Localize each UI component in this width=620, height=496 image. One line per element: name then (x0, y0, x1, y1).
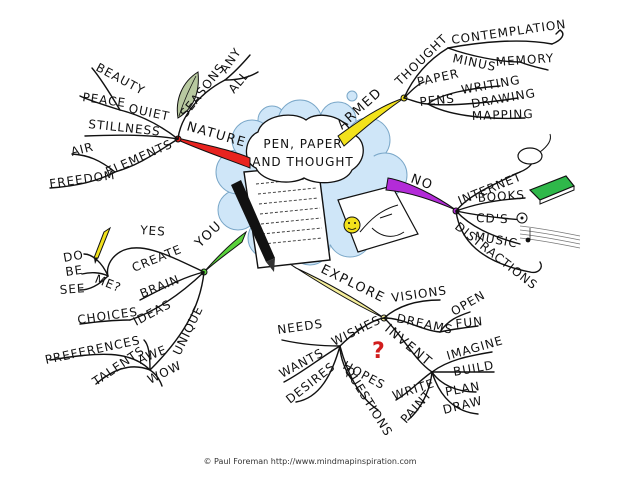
word-choices: CHOICES (76, 305, 138, 327)
word-books: BOOKS (477, 188, 525, 205)
label-you: YOU (192, 218, 226, 251)
word-mapping: MAPPING (472, 107, 534, 123)
word-ideas: IDEAS (131, 297, 174, 329)
word-yes: YES (139, 223, 166, 239)
word-imagine: IMAGINE (445, 333, 505, 363)
word-fun: FUN (455, 314, 484, 331)
label-no: NO (409, 172, 436, 194)
pen-drawing (231, 180, 275, 272)
map-sheet (337, 185, 419, 253)
word-build: BUILD (452, 358, 495, 379)
word-me: ME? (93, 272, 124, 295)
armed-branches (403, 29, 564, 120)
word-do: DO (62, 248, 85, 265)
branch-nature (177, 137, 251, 169)
word-contemplation: CONTEMPLATION (450, 17, 567, 47)
book-drawing (528, 175, 575, 205)
nature-branches (49, 54, 259, 189)
word-plan: PLAN (444, 379, 481, 399)
music-staff-drawing (519, 225, 581, 249)
mouse-drawing (517, 133, 551, 165)
thought-bubble (245, 114, 364, 184)
center-title-line1: PEN, PAPER (263, 137, 342, 151)
pencil-drawing (93, 226, 112, 264)
word-distractions: DISTRACTIONS (452, 219, 540, 292)
word-elements: ELEMENTS (104, 137, 175, 179)
center-title-line2: AND THOUGHT (252, 155, 353, 169)
cd-icon (516, 212, 528, 224)
word-cds: CD'S (476, 211, 509, 226)
explore-branches (281, 299, 495, 421)
word-see: SEE (59, 281, 86, 297)
word-air: AIR (69, 140, 95, 159)
question-mark-icon: ? (372, 339, 385, 364)
word-be: BE (64, 263, 84, 279)
credit-line: © Paul Foreman http://www.mindmapinspira… (203, 457, 417, 466)
word-pens: PENS (419, 91, 456, 109)
word-needs: NEEDS (276, 317, 324, 337)
word-memory: MEMORY (495, 51, 554, 69)
leaf-drawing (176, 71, 199, 119)
word-unique: UNIQUE (170, 303, 206, 357)
word-peace: PEACE (82, 90, 127, 110)
